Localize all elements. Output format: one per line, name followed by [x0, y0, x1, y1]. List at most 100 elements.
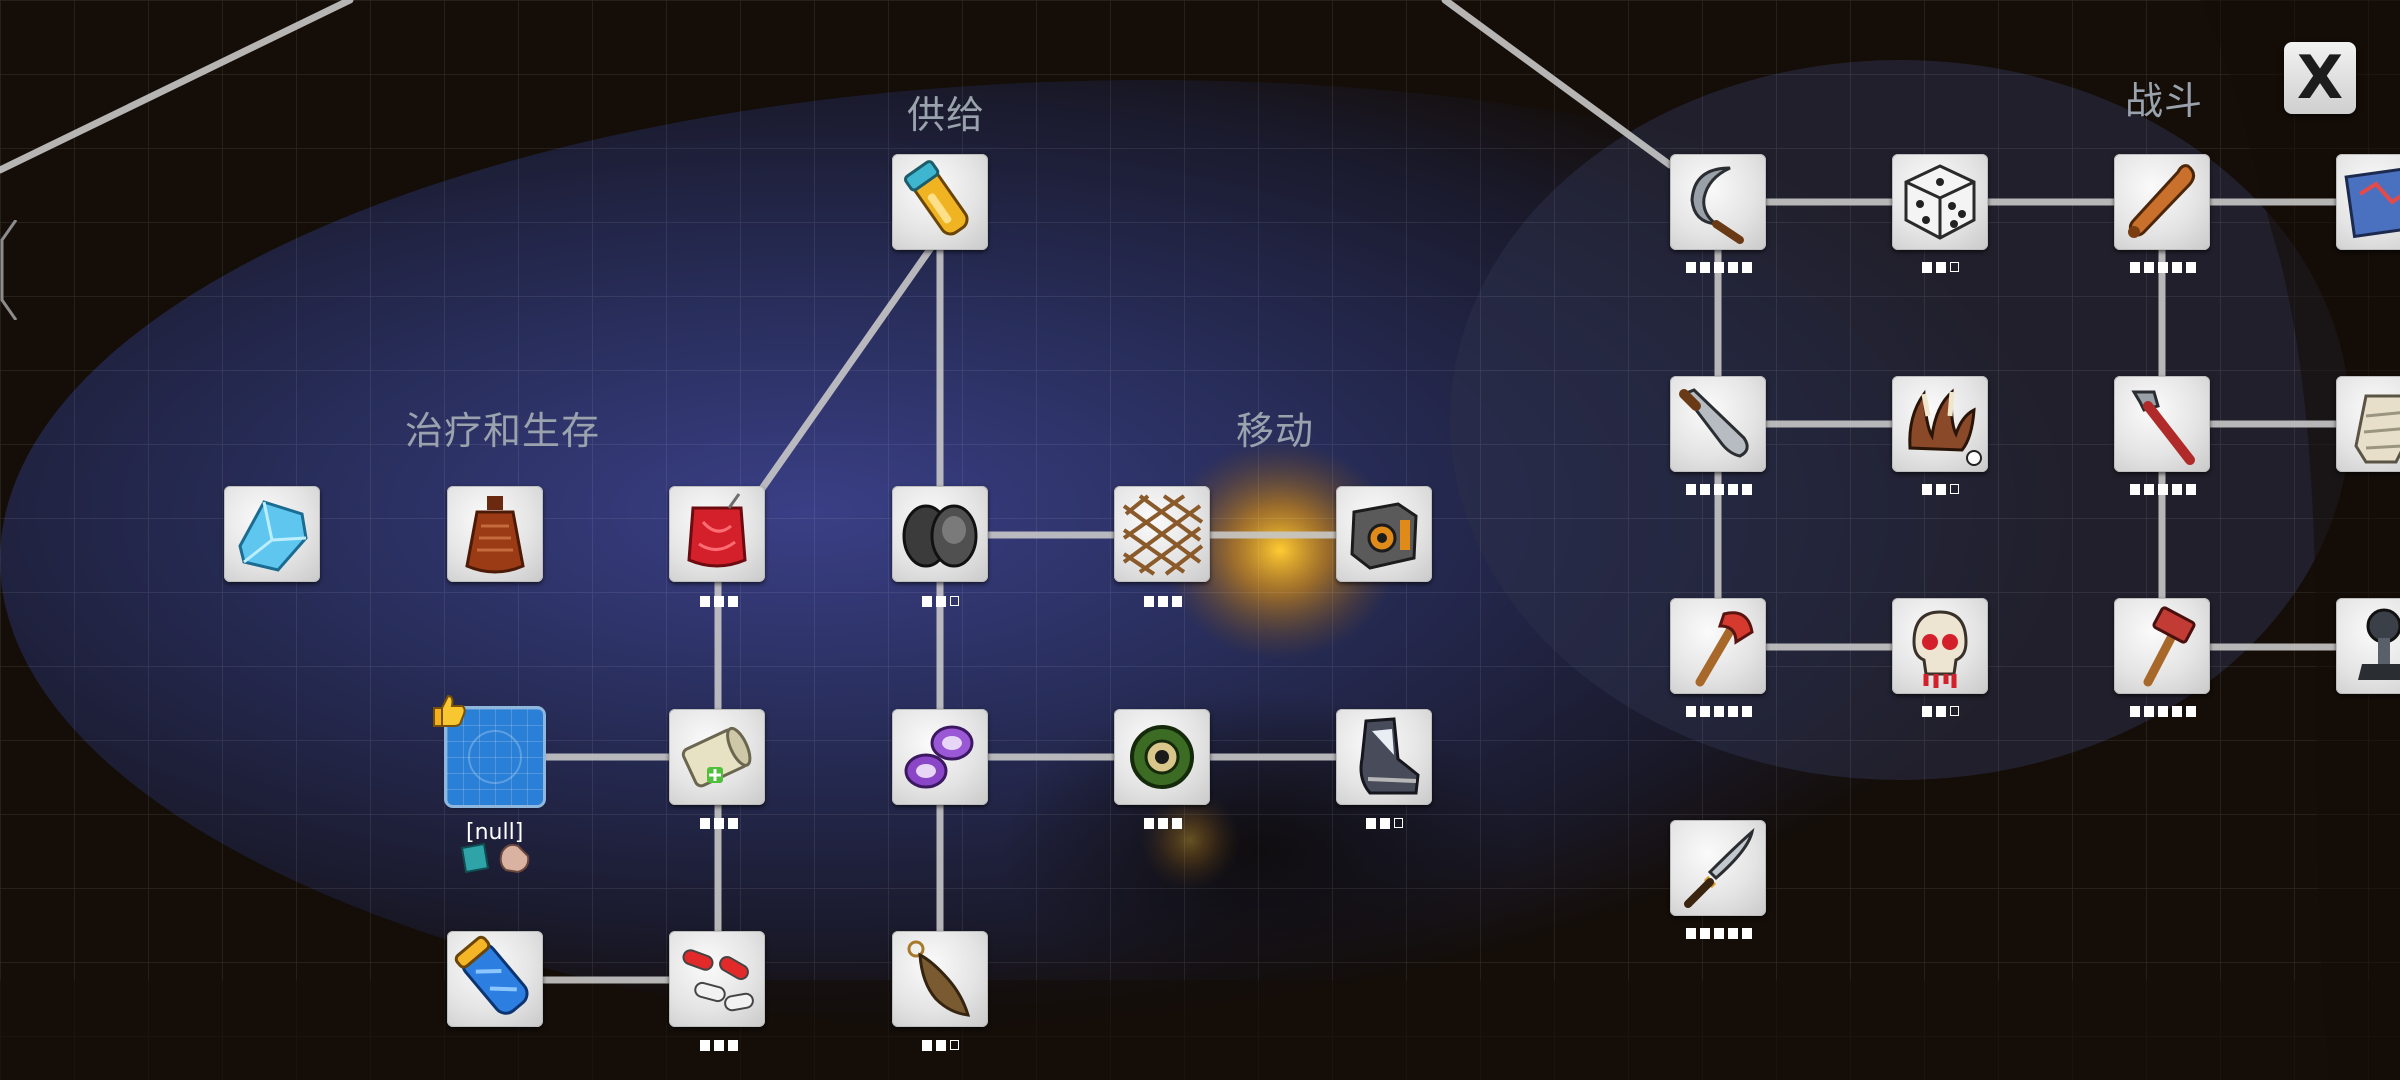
level-pips-blood-bag	[700, 596, 738, 610]
blue-crystal-icon	[238, 500, 308, 572]
level-pip-filled	[1922, 706, 1932, 717]
bandage-roll-icon	[681, 726, 752, 788]
skill-node-katana[interactable]	[1670, 820, 1766, 916]
level-pip-filled	[1922, 484, 1932, 495]
level-pip-filled	[922, 1040, 932, 1051]
skill-node-hammer[interactable]	[2114, 598, 2210, 694]
level-pip-empty	[950, 1040, 959, 1050]
skull-icon	[1912, 610, 1968, 688]
skill-node-eye-wheel[interactable]	[1114, 709, 1210, 805]
boot-icon	[1359, 717, 1420, 795]
level-pip-filled	[2172, 484, 2182, 495]
skill-node-bandage-roll[interactable]	[669, 709, 765, 805]
speaker-box-icon	[1350, 502, 1418, 570]
skill-node-knee-pads[interactable]	[892, 486, 988, 582]
skill-node-purple-cuffs[interactable]	[892, 709, 988, 805]
level-pip-filled	[1158, 596, 1168, 607]
dice-icon	[1904, 164, 1976, 240]
skill-node-machete[interactable]	[1670, 376, 1766, 472]
skill-node-blue-crystal[interactable]	[224, 486, 320, 582]
level-pips-rope-net	[1144, 596, 1182, 610]
level-pip-filled	[1714, 706, 1724, 717]
category-healing: 治疗和生存	[405, 409, 601, 453]
level-pip-empty	[950, 596, 959, 606]
level-pip-filled	[2186, 262, 2196, 273]
level-pip-filled	[714, 596, 724, 607]
level-pip-filled	[1728, 928, 1738, 939]
level-pip-filled	[1172, 596, 1182, 607]
level-pips-eye-wheel	[1144, 818, 1182, 832]
skill-node-pipe-wrench[interactable]	[2114, 376, 2210, 472]
axe-icon	[1695, 611, 1754, 687]
level-pips-knee-pads	[922, 596, 959, 610]
level-pip-filled	[1700, 928, 1710, 939]
level-pip-filled	[2158, 706, 2168, 717]
left-edge-arrow-icon[interactable]	[0, 220, 18, 320]
skill-node-dice[interactable]	[1892, 154, 1988, 250]
level-pip-filled	[1922, 262, 1932, 273]
skill-node-sickle[interactable]	[1670, 154, 1766, 250]
level-pips-dice	[1922, 262, 1959, 276]
level-pip-empty	[1950, 706, 1959, 716]
level-pips-machete	[1686, 484, 1752, 498]
level-pip-filled	[700, 1040, 710, 1051]
skill-node-blood-bag[interactable]	[669, 486, 765, 582]
level-pips-katana	[1686, 928, 1752, 942]
skill-node-blueprint-selected[interactable]	[447, 709, 543, 805]
level-pip-filled	[728, 596, 738, 607]
level-pip-filled	[1742, 262, 1752, 273]
skill-node-blue-canister[interactable]	[447, 931, 543, 1027]
skill-node-claw[interactable]	[1892, 376, 1988, 472]
level-pips-skull	[1922, 706, 1959, 720]
category-supply: 供给	[907, 93, 986, 137]
level-pip-filled	[1686, 706, 1696, 717]
skill-node-boot[interactable]	[1336, 709, 1432, 805]
level-pip-filled	[2158, 484, 2168, 495]
level-pips-baseball-bat	[2130, 262, 2196, 276]
claw-icon	[1908, 388, 1982, 466]
level-pip-filled	[1144, 596, 1154, 607]
pill-bottle-icon	[904, 160, 969, 236]
skill-node-rope-net[interactable]	[1114, 486, 1210, 582]
skill-node-hot-water-bottle[interactable]	[447, 486, 543, 582]
selected-node-cost-icons	[460, 842, 530, 874]
close-button[interactable]: X	[2284, 42, 2356, 114]
level-pips-axe	[1686, 706, 1752, 720]
skill-node-gear-stick[interactable]	[2336, 598, 2400, 694]
skill-node-skull[interactable]	[1892, 598, 1988, 694]
level-pip-filled	[1728, 484, 1738, 495]
level-pip-filled	[1714, 262, 1724, 273]
skill-node-fur-tail[interactable]	[892, 931, 988, 1027]
skill-node-map-card[interactable]	[2336, 154, 2400, 250]
category-movement: 移动	[1236, 409, 1315, 453]
skill-node-axe[interactable]	[1670, 598, 1766, 694]
skill-node-wrapped-fist[interactable]	[2336, 376, 2400, 472]
skill-node-pills-bottle[interactable]	[892, 154, 988, 250]
level-pip-filled	[1172, 818, 1182, 829]
level-pip-filled	[2130, 262, 2140, 273]
skill-node-speaker-box[interactable]	[1336, 486, 1432, 582]
level-pip-filled	[2130, 706, 2140, 717]
level-pip-filled	[2144, 484, 2154, 495]
level-pips-boot	[1366, 818, 1403, 832]
blue-canister-icon	[454, 935, 529, 1015]
level-pip-filled	[936, 1040, 946, 1051]
level-pip-filled	[714, 818, 724, 829]
level-pip-filled	[728, 1040, 738, 1051]
selected-node-label: [null]	[466, 820, 524, 845]
level-pip-empty	[1950, 484, 1959, 494]
level-pip-empty	[1950, 262, 1959, 272]
level-pips-bandage-roll	[700, 818, 738, 832]
fur-tail-icon	[907, 940, 971, 1017]
level-pip-filled	[1714, 928, 1724, 939]
level-pip-empty	[1394, 818, 1403, 828]
level-pip-filled	[728, 818, 738, 829]
blood-bag-icon	[687, 493, 747, 568]
level-pip-filled	[1728, 706, 1738, 717]
capsules-icon	[682, 949, 754, 1012]
level-pip-filled	[1700, 262, 1710, 273]
skill-node-baseball-bat[interactable]	[2114, 154, 2210, 250]
skill-node-capsules[interactable]	[669, 931, 765, 1027]
level-pip-filled	[2186, 484, 2196, 495]
